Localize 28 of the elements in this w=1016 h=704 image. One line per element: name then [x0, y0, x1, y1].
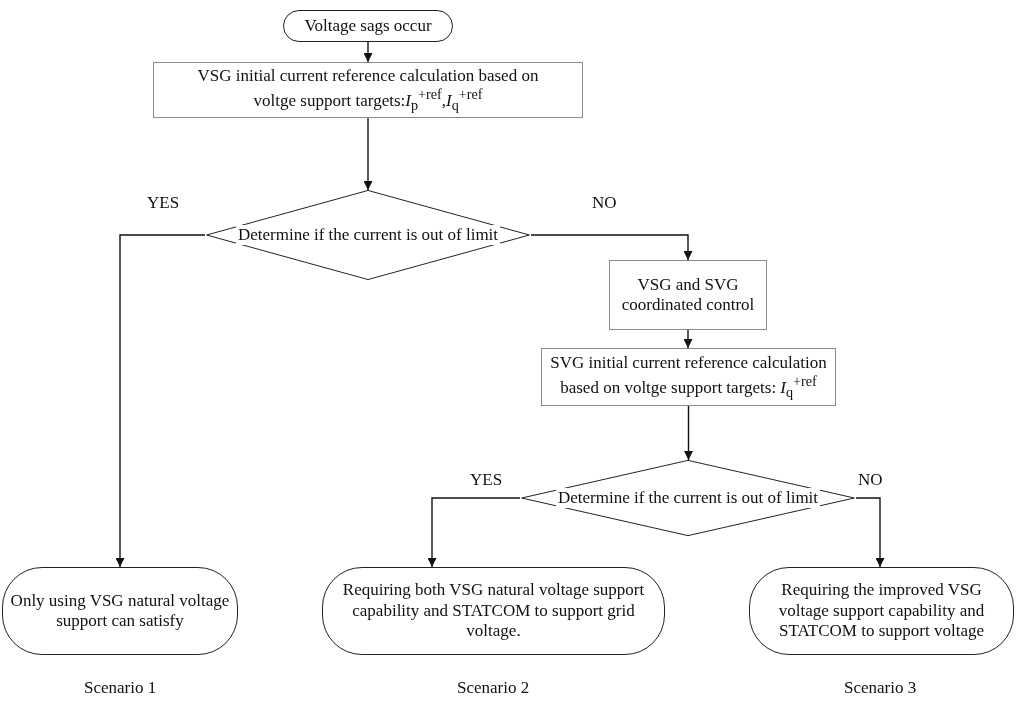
arrow — [855, 497, 885, 568]
arrow — [427, 497, 521, 568]
terminal-shape — [283, 10, 453, 42]
decision-text: Determine if the current is out of limit — [555, 487, 821, 509]
terminal-text: Requiring both VSG natural voltage support capability and STATCOM to support grid voltage. — [341, 580, 646, 642]
process-text: VSG and SVG coordinated control — [620, 274, 756, 316]
arrow — [684, 405, 693, 461]
arrow — [363, 117, 373, 191]
scenario-caption: Scenario 2 — [457, 678, 530, 698]
edge-label: YES — [470, 470, 503, 490]
arrow — [363, 41, 373, 63]
decision-text: Determine if the current is out of limit — [235, 224, 501, 246]
scenario-caption: Scenario 1 — [84, 678, 157, 698]
decision-diamond — [520, 460, 856, 536]
process-box — [541, 348, 836, 406]
arrow — [115, 234, 206, 568]
edge-label: YES — [147, 193, 180, 213]
process-box — [609, 260, 767, 330]
terminal-text: Only using VSG natural voltage support can satisfy — [9, 590, 231, 632]
edge-label: NO — [858, 470, 883, 490]
terminal-text: Voltage sags occur — [304, 15, 432, 37]
terminal-text: Requiring the improved VSG voltage support capability and STATCOM to support voltage — [777, 580, 986, 642]
decision-diamond — [205, 190, 531, 280]
process-box — [153, 62, 583, 118]
arrow — [530, 234, 693, 261]
scenario-caption: Scenario 3 — [844, 678, 917, 698]
arrow — [683, 329, 693, 349]
edge-label: NO — [592, 193, 617, 213]
